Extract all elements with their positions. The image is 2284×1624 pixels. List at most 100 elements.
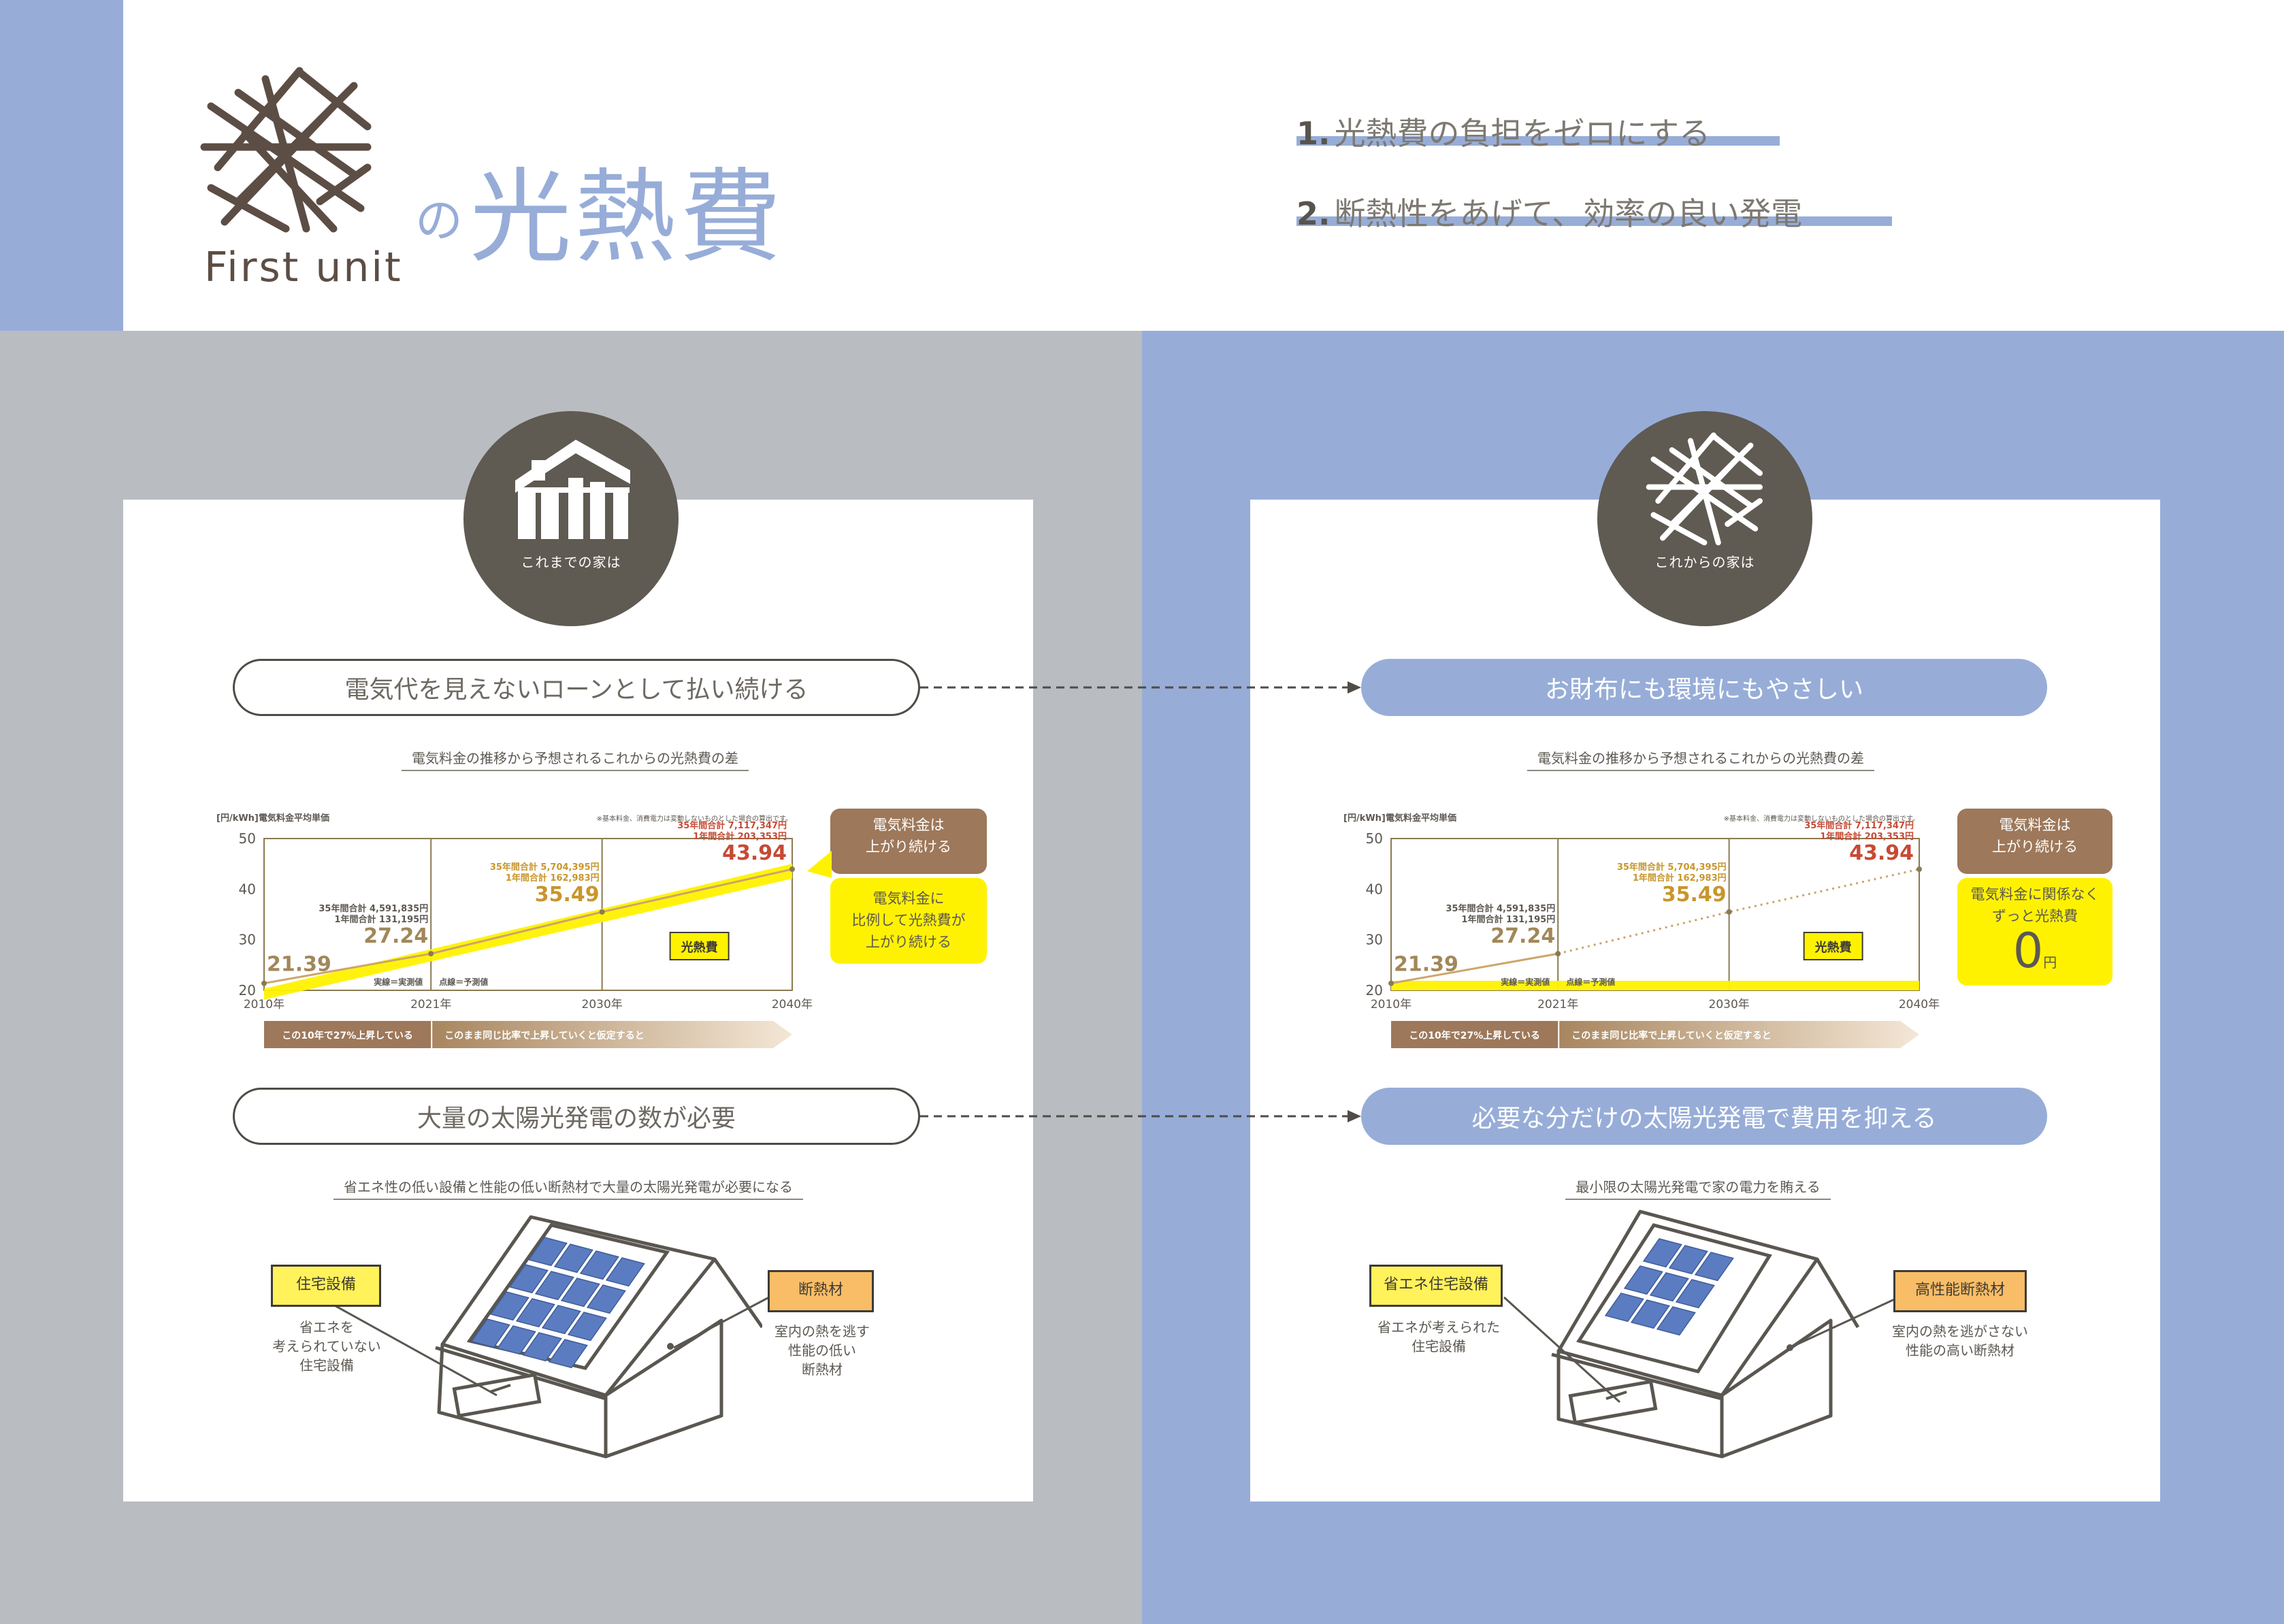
new-house-label: これからの家は [1654,554,1755,570]
total-35y: 35年間合計 4,591,835円 [319,903,428,914]
left-bubble-yellow: 電気料金に 比例して光熱費が 上がり続ける [830,878,987,964]
legend-actual: 実線＝実測値 [1501,977,1550,987]
timeline-bar-1 [1391,1021,1559,1048]
value-label: 21.39 [267,953,331,977]
solar-panel [541,1305,581,1335]
right-price-chart: [円/kWh]電気料金平均単価 ※基本料金、消費電力は変動しないものとした場合の算… [1343,813,1940,1048]
total-1y: 1年間合計 162,983円 [506,873,600,883]
right-note-insulation: 室内の熱を逃がさない 性能の高い断熱材 [1892,1323,2028,1359]
solar-panel [579,1250,619,1280]
goal-underline-1 [1296,136,1780,146]
right-label-equipment: 省エネ住宅設備 [1369,1265,1503,1307]
goal-2-number: 2. [1296,195,1331,232]
x-tick-label: 2021年 [410,998,451,1011]
value-label: 43.94 [1849,841,1914,865]
goal-1: 1.光熱費の負担をゼロにする [1296,109,1710,154]
total-1y: 1年間合計 203,353円 [1820,831,1914,842]
band-label: 光熱費 [681,940,718,955]
value-label: 21.39 [1394,953,1458,977]
x-tick-label: 2040年 [1899,998,1940,1011]
chart-series-label: 電気料金平均単価 [1386,813,1456,824]
price-line-actual [263,952,431,985]
band-label: 光熱費 [1814,940,1852,955]
goal-1-number: 1. [1296,115,1331,152]
right-bubble-yellow: 電気料金に関係なく ずっと光熱費 0円 [1957,878,2112,986]
zero-unit: 円 [2043,954,2057,971]
solar-panel [1642,1238,1682,1268]
left-bubble-pointer [807,851,832,878]
solar-panel [470,1318,510,1348]
x-tick-label: 2040年 [772,998,813,1011]
value-label: 27.24 [1490,924,1555,948]
page-title: 光熱費 [470,159,785,277]
y-tick-label: 20 [1366,982,1383,998]
house-icon [515,440,630,539]
total-35y: 35年間合計 7,117,347円 [1804,820,1914,831]
first-unit-icon [1646,432,1763,546]
timeline-bar-1 [264,1021,431,1048]
x-tick-label: 2021年 [1537,998,1578,1011]
solar-panel [1630,1299,1670,1329]
connector-arrows [920,681,1361,1122]
chart-footnote: ※基本料金、消費電力は変動しないものとした場合の算出です。 [597,814,792,823]
total-35y: 35年間合計 5,704,395円 [1617,862,1727,873]
total-1y: 1年間合計 203,353円 [693,831,787,842]
total-35y: 35年間合計 4,591,835円 [1446,903,1555,914]
solar-panel [1675,1279,1715,1309]
x-tick-label: 2010年 [244,998,284,1011]
solar-panel [515,1298,555,1328]
value-label: 27.24 [363,924,428,948]
right-house-illustration [1551,1209,1860,1459]
goal-1-text: 光熱費の負担をゼロにする [1334,115,1710,152]
chart-footnote: ※基本料金、消費電力は変動しないものとした場合の算出です。 [1724,814,1919,823]
zero-value: 0 [2012,923,2044,979]
solar-panel [534,1271,574,1301]
chart-unit-label: [円/kWh] [1343,813,1386,824]
solar-panel [560,1278,600,1308]
y-tick-label: 50 [239,830,256,847]
price-line-forecast [1557,868,1920,955]
right-callout-lines [1503,1296,1899,1403]
first-unit-logo-icon [197,65,376,236]
cost-band [264,864,792,1000]
right-bubble-yellow-text: 電気料金に関係なく ずっと光熱費 [1970,886,2100,924]
title-prefix: の [415,193,463,248]
solar-panel [496,1325,536,1355]
y-tick-label: 40 [1366,881,1383,897]
y-tick-label: 20 [239,982,256,998]
y-tick-label: 30 [239,932,256,948]
band-label-box [1803,932,1863,960]
solar-panel [1623,1265,1663,1295]
solar-panel [1694,1252,1734,1282]
right-note-equipment: 省エネが考えられた 住宅設備 [1377,1319,1500,1354]
goal-2: 2.断熱性をあげて、効率の良い発電 [1296,189,1802,234]
new-house-circle: これからの家は [1597,411,1812,626]
solar-panel [1656,1306,1696,1336]
data-point [428,951,434,957]
chart-unit-label: [円/kWh] [216,813,259,824]
legend-forecast: 点線＝予測値 [439,977,488,987]
solar-panel [508,1264,549,1294]
right-pill-1: お財布にも環境にもやさしい [1361,659,2047,716]
data-point [789,866,795,873]
right-chart-title: 電気料金の推移から予想されるこれからの光熱費の差 [1527,747,1874,771]
solar-panel [1649,1272,1689,1302]
value-label: 35.49 [535,883,600,907]
old-house-circle: これまでの家は [463,411,679,626]
left-callout-lines [319,1296,770,1397]
left-house-illustration [435,1215,762,1459]
zero-cost: 0円 [1957,927,2112,986]
solar-panel [553,1244,593,1273]
goal-2-text: 断熱性をあげて、効率の良い発電 [1334,195,1803,232]
total-35y: 35年間合計 5,704,395円 [490,862,600,873]
left-bubble-brown: 電気料金は 上がり続ける [830,809,987,874]
value-label: 43.94 [722,841,787,865]
timeline-label-2: このまま同じ比率で上昇していくと仮定すると [1571,1030,1772,1041]
x-tick-label: 2030年 [1709,998,1750,1011]
chart-series-label: 電気料金平均単価 [259,813,329,824]
old-house-label: これまでの家は [521,554,621,570]
x-tick-label: 2030年 [582,998,623,1011]
left-pill-2: 大量の太陽光発電の数が必要 [233,1088,920,1145]
data-point [1388,980,1394,986]
solar-panel [605,1257,645,1287]
